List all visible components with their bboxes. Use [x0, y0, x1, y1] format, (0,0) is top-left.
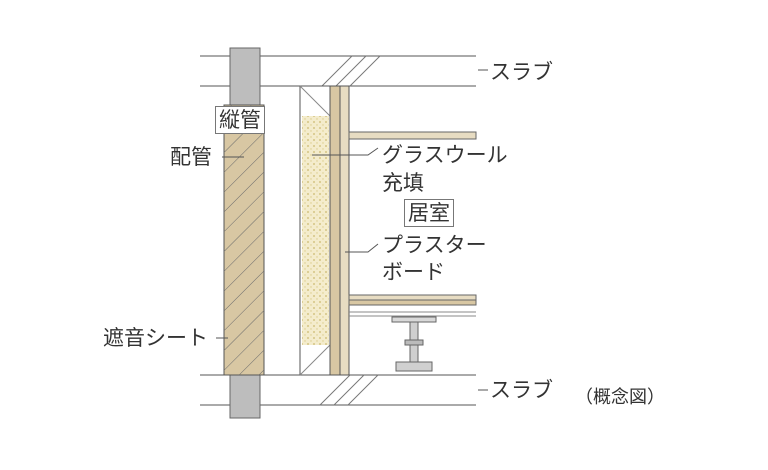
piping-label: 配管 [170, 145, 212, 169]
sound-sheet-label: 遮音シート [103, 326, 208, 350]
plasterboard-label-line1: プラスター [382, 233, 487, 257]
caption-label: （概念図） [575, 387, 665, 408]
leader-lines [216, 69, 488, 391]
slab-bottom-label: スラブ [490, 378, 553, 402]
plasterboard-label-line2: ボード [382, 260, 445, 284]
sound-sheet-shape [223, 104, 265, 376]
glass-wool-shape [299, 85, 331, 376]
glass-wool-label-line2: 充填 [382, 171, 424, 195]
slab-top-label: スラブ [490, 60, 553, 84]
raised-floor [348, 294, 477, 372]
living-room-label: 居室 [404, 199, 454, 227]
vertical-pipe-label: 縦管 [215, 106, 265, 134]
plasterboard-shape [329, 85, 350, 376]
ceiling-board [348, 131, 477, 140]
glass-wool-label-line1: グラスウール [382, 143, 508, 167]
